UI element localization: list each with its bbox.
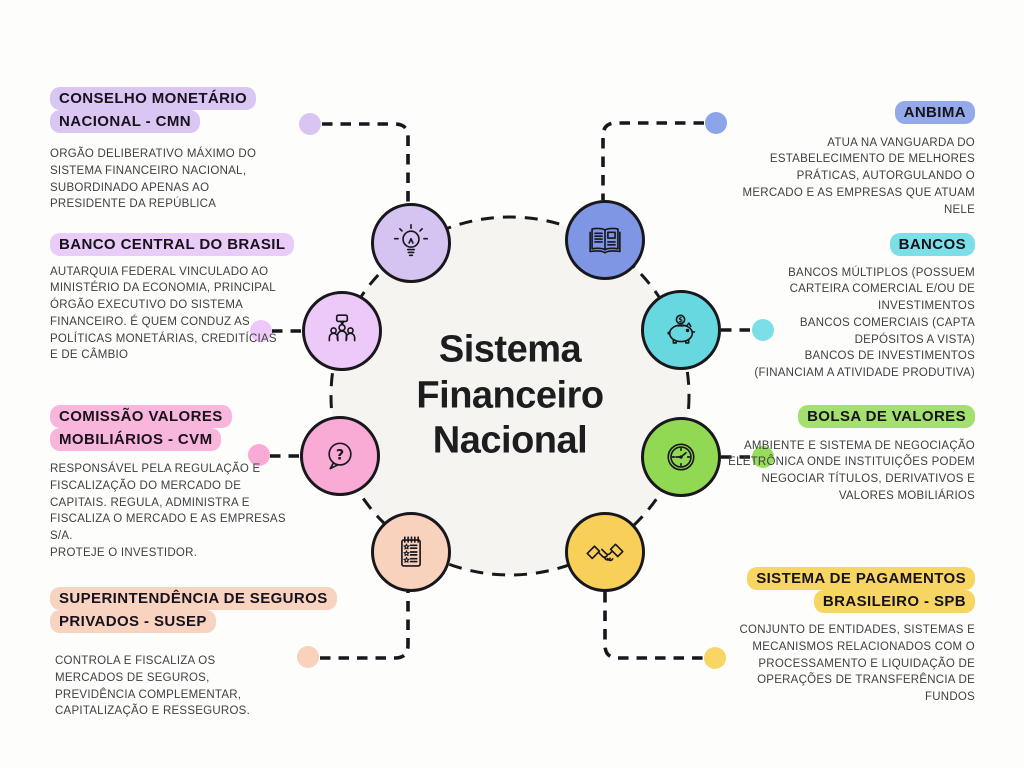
dot-susep xyxy=(297,646,319,668)
diagram-title: Sistema Financeiro Nacional xyxy=(416,328,604,462)
dot-cmn xyxy=(299,113,321,135)
handshake-icon xyxy=(586,543,624,562)
block-cvm: COMISSÃO VALORES MOBILIÁRIOS - CVM RESPO… xyxy=(50,405,295,562)
book-node xyxy=(565,200,645,280)
checklist-notepad-icon xyxy=(401,536,421,567)
connector-spb xyxy=(603,592,703,660)
center-circle xyxy=(329,215,691,577)
piggy-node: $ xyxy=(641,290,721,370)
block-susep-heading: SUPERINTENDÊNCIA DE SEGUROS PRIVADOS - S… xyxy=(50,587,337,633)
block-anbima: ANBIMA ATUA NA VANGUARDA DO ESTABELECIME… xyxy=(735,101,975,218)
block-susep: SUPERINTENDÊNCIA DE SEGUROS PRIVADOS - S… xyxy=(50,587,360,720)
dot-anbima xyxy=(705,112,727,134)
question-bubble-icon: ? xyxy=(328,442,352,470)
block-banco-central: BANCO CENTRAL DO BRASIL AUTARQUIA FEDERA… xyxy=(50,233,312,364)
block-banco-central-heading: BANCO CENTRAL DO BRASIL xyxy=(50,233,295,256)
block-bolsa-de-valores: BOLSA DE VALORES AMBIENTE E SISTEMA DE N… xyxy=(727,405,975,505)
handshake-node xyxy=(565,512,645,592)
team-speech-icon xyxy=(328,314,356,342)
block-bancos-body: BANCOS MÚLTIPLOS (POSSUEM CARTEIRA COMER… xyxy=(754,266,975,380)
connector-cmn xyxy=(322,122,410,203)
lightbulb-icon xyxy=(393,223,429,257)
block-cvm-body: RESPONSÁVEL PELA REGULAÇÃO E FISCALIZAÇÃ… xyxy=(50,463,286,559)
idea-node xyxy=(371,203,451,283)
piggy-bank-icon: $ xyxy=(667,314,696,344)
block-cmn-body: ORGÃO DELIBERATIVO MÁXIMO DO SISTEMA FIN… xyxy=(50,148,257,211)
clock-icon xyxy=(667,443,695,471)
checklist-node xyxy=(371,512,451,592)
block-spb-body: CONJUNTO DE ENTIDADES, SISTEMAS E MECANI… xyxy=(739,624,975,704)
dot-spb xyxy=(704,647,726,669)
connector-anbima xyxy=(601,121,704,200)
block-anbima-body: ATUA NA VANGUARDA DO ESTABELECIMENTO DE … xyxy=(742,136,975,216)
svg-text:$: $ xyxy=(678,316,683,324)
dot-bolsa xyxy=(752,446,774,468)
block-spb: SISTEMA DE PAGAMENTOS BRASILEIRO - SPB C… xyxy=(713,567,975,706)
clock-node xyxy=(641,417,721,497)
block-bancos-heading: BANCOS xyxy=(889,233,975,256)
dot-bcb xyxy=(250,320,272,342)
block-cmn-heading: CONSELHO MONETÁRIO NACIONAL - CMN xyxy=(50,87,257,133)
team-node xyxy=(302,291,382,371)
dot-cvm xyxy=(248,444,270,466)
dot-bancos xyxy=(752,319,774,341)
open-book-icon xyxy=(589,227,621,254)
block-banco-central-body: AUTARQUIA FEDERAL VINCULADO AO MINISTÉRI… xyxy=(50,265,277,362)
block-anbima-heading: ANBIMA xyxy=(894,101,975,124)
block-susep-body: CONTROLA E FISCALIZA OS MERCADOS DE SEGU… xyxy=(55,655,251,718)
block-bolsa-body: AMBIENTE E SISTEMA DE NEGOCIAÇÃO ELETRÔN… xyxy=(728,439,975,502)
block-spb-heading: SISTEMA DE PAGAMENTOS BRASILEIRO - SPB xyxy=(747,567,975,613)
block-bolsa-heading: BOLSA DE VALORES xyxy=(798,405,975,428)
block-bancos: BANCOS BANCOS MÚLTIPLOS (POSSUEM CARTEIR… xyxy=(737,233,975,382)
block-cmn: CONSELHO MONETÁRIO NACIONAL - CMN ORGÃO … xyxy=(50,87,312,213)
svg-text:?: ? xyxy=(336,447,344,463)
question-node: ? xyxy=(300,416,380,496)
connector-susep xyxy=(320,591,410,660)
block-cvm-heading: COMISSÃO VALORES MOBILIÁRIOS - CVM xyxy=(50,405,232,451)
